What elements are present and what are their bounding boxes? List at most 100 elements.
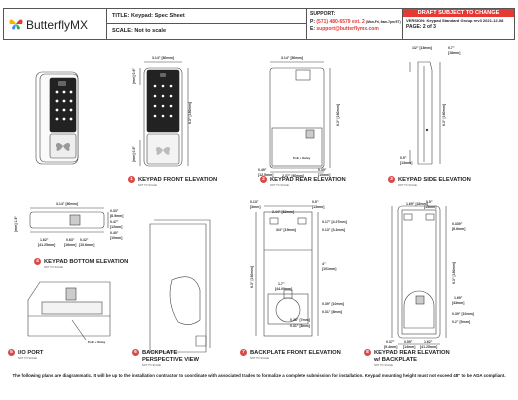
bp-hole-mm-dim: [44.09mm] — [275, 287, 293, 291]
view-4-ref: NOT TO SCALE — [44, 266, 63, 269]
kr-a-dim: 0.39" [10mm] — [452, 312, 474, 316]
side-top-dim: 1/2" [18mm] — [412, 46, 432, 50]
footer-disclaimer: The following plans are diagrammatic. It… — [12, 373, 506, 378]
backplate-front-elevation-drawing — [255, 205, 319, 337]
rear-poe-label: PoE + Relay — [293, 156, 311, 160]
view-3-badge: 3 — [388, 176, 395, 183]
bottom-a-mm-dim: [41.25mm] — [38, 243, 56, 247]
kr-bl-mm-dim: [9.4mm] — [384, 345, 398, 349]
side-bottom-dim: 0.5" — [400, 156, 407, 160]
butterfly-logo-icon — [9, 19, 23, 30]
kr-side-mm-dim: [43mm] — [452, 301, 465, 305]
bottom-b-mm-dim: [16mm] — [64, 243, 77, 247]
brand-name: ButterflyMX — [26, 18, 89, 32]
bp-top-right-mm-dim: [13mm] — [312, 205, 325, 209]
rear-height-dim: 6.3" [160mm] — [336, 104, 340, 126]
side-height-dim: 6.3" [160mm] — [442, 104, 446, 126]
bp-r-dim: 4" — [322, 262, 326, 266]
view-3-title: KEYPAD SIDE ELEVATION — [398, 177, 471, 183]
kr-side-dim: 1.69" — [454, 296, 463, 300]
view-8-badge: 8 — [364, 349, 371, 356]
kr-br-dim: 1.62" — [424, 340, 433, 344]
bp-height-dim: 6.3" [160mm] — [250, 266, 254, 288]
bp-f-dim: 0.28" [7mm] — [290, 318, 310, 322]
version-block: VERSION: Keypad Standard Group rev3 2021… — [403, 17, 514, 39]
view-2-badge: 2 — [260, 176, 267, 183]
view-8-title: KEYPAD REAR ELEVATION — [374, 350, 450, 356]
view-1-ref: NOT TO SCALE — [138, 184, 157, 187]
bp-c-dim: 3/4" [19mm] — [276, 228, 296, 232]
bottom-left-dim: [mm] 1.6" — [14, 215, 18, 232]
kr-bm-mm-dim: [14mm] — [403, 345, 416, 349]
keypad-perspective-drawing — [35, 71, 79, 165]
kr-r-dim: 0.339" — [452, 222, 463, 226]
view-1-title: KEYPAD FRONT ELEVATION — [138, 177, 218, 183]
view-3-ref: NOT TO SCALE — [398, 184, 417, 187]
email-prefix: E: — [310, 26, 315, 32]
bp-a-dim: 0.17" [4.27mm] — [322, 220, 347, 224]
rear-right-mm-dim: [10mm] — [318, 173, 331, 177]
view-4-title: KEYPAD BOTTOM ELEVATION — [44, 259, 129, 265]
bottom-r3-mm-dim: [10mm] — [110, 236, 123, 240]
bp-d-dim: 0.39" [10mm] — [322, 302, 344, 306]
bp-e-dim: 0.31" [8mm] — [322, 310, 342, 314]
kr-bl-dim: 0.37" — [386, 340, 395, 344]
view-6-badge: 6 — [132, 349, 139, 356]
kr-top-dim: 0.5" — [426, 200, 433, 204]
backplate-perspective-drawing — [149, 219, 211, 353]
phone-prefix: P: — [310, 18, 315, 25]
view-6-title2: PERSPECTIVE VIEW — [142, 357, 200, 363]
bp-r-mm-dim: [101mm] — [322, 267, 337, 271]
bp-top-left-mm-dim: [3mm] — [250, 205, 261, 209]
view-6-ref: NOT TO SCALE — [142, 364, 161, 367]
rear-right-dim: 0.39" — [318, 168, 327, 172]
rear-mid-dim: 2.37" [60mm] — [282, 174, 304, 178]
front-bottom-dim: [mm] 0.5" — [132, 145, 136, 162]
bottom-r2-mm-dim: [12mm] — [110, 225, 123, 229]
io-port-drawing — [27, 281, 111, 341]
kr-bm-dim: 0.55" — [404, 340, 413, 344]
rear-left-dim: 0.49" — [258, 168, 267, 172]
support-phone[interactable]: (571) 480-6579 ext. 2 — [316, 18, 365, 25]
bottom-c-dim: 0.42" — [80, 238, 89, 242]
view-5-badge: 5 — [8, 349, 15, 356]
support-phone-row: P: (571) 480-6579 ext. 2 (Mon-Fri, 9am-7… — [310, 19, 402, 27]
kr-br-mm-dim: [41.25mm] — [420, 345, 438, 349]
bottom-c-mm-dim: [10.6mm] — [79, 243, 95, 247]
doc-page: PAGE: 2 of 3 — [406, 24, 436, 30]
bp-g-dim: 0.31" [8mm] — [290, 324, 310, 328]
side-bottom-mm-dim: [13mm] — [400, 161, 413, 165]
front-top-dim: [mm] 0.6" — [132, 67, 136, 84]
drawings-canvas — [27, 61, 447, 353]
side-top2-dim: 0.7" — [448, 46, 455, 50]
kr-height-dim: 6.3" [160mm] — [452, 262, 456, 284]
logo-cell: ButterflyMX — [4, 9, 107, 39]
kr-top-mm-dim: [13mm] — [424, 205, 437, 209]
kr-b-dim: 0.2" [5mm] — [452, 320, 470, 324]
support-email-row: E: support@butterflymx.com — [310, 26, 402, 34]
rear-width-dim: 3.14" [80mm] — [281, 56, 303, 60]
bp-top-left-dim: 0.13" — [250, 200, 259, 204]
support-label: SUPPORT: — [310, 11, 336, 17]
view-6-title: BACKPLATE — [142, 350, 178, 356]
kr-r-mm-dim: [8.6mm] — [452, 227, 466, 231]
bottom-r3-dim: 0.40" — [110, 231, 119, 235]
doc-version: VERSION: Keypad Standard Group rev3 2021… — [406, 18, 504, 23]
view-5-ref: NOT TO SCALE — [18, 357, 37, 360]
bottom-a-dim: 1.62" — [40, 238, 49, 242]
keypad-side-elevation-drawing — [409, 61, 441, 165]
title-block: ButterflyMX TITLE: Keypad: Spec Sheet SC… — [3, 8, 515, 40]
rear-left-mm-dim: [12.5mm] — [258, 173, 274, 177]
support-hours: (Mon-Fri, 9am-7pm ET) — [366, 19, 401, 24]
view-8-title2: w/ BACKPLATE — [374, 357, 418, 363]
view-2-ref: NOT TO SCALE — [270, 184, 289, 187]
bp-width-dim: 2.44" [62mm] — [272, 210, 294, 214]
front-height-dim: 6.3" [160mm] — [188, 102, 192, 124]
view-5-title: I/O PORT — [18, 350, 44, 356]
bottom-width-dim: 3.14" [80mm] — [56, 202, 78, 206]
kr-width-dim: 1.69" [43mm] — [406, 202, 428, 206]
view-8-ref: NOT TO SCALE — [374, 364, 393, 367]
bp-b-dim: 0.13" [3.3mm] — [322, 228, 345, 232]
keypad-rear-backplate-drawing — [391, 205, 447, 345]
support-email[interactable]: support@butterflymx.com — [316, 26, 379, 32]
